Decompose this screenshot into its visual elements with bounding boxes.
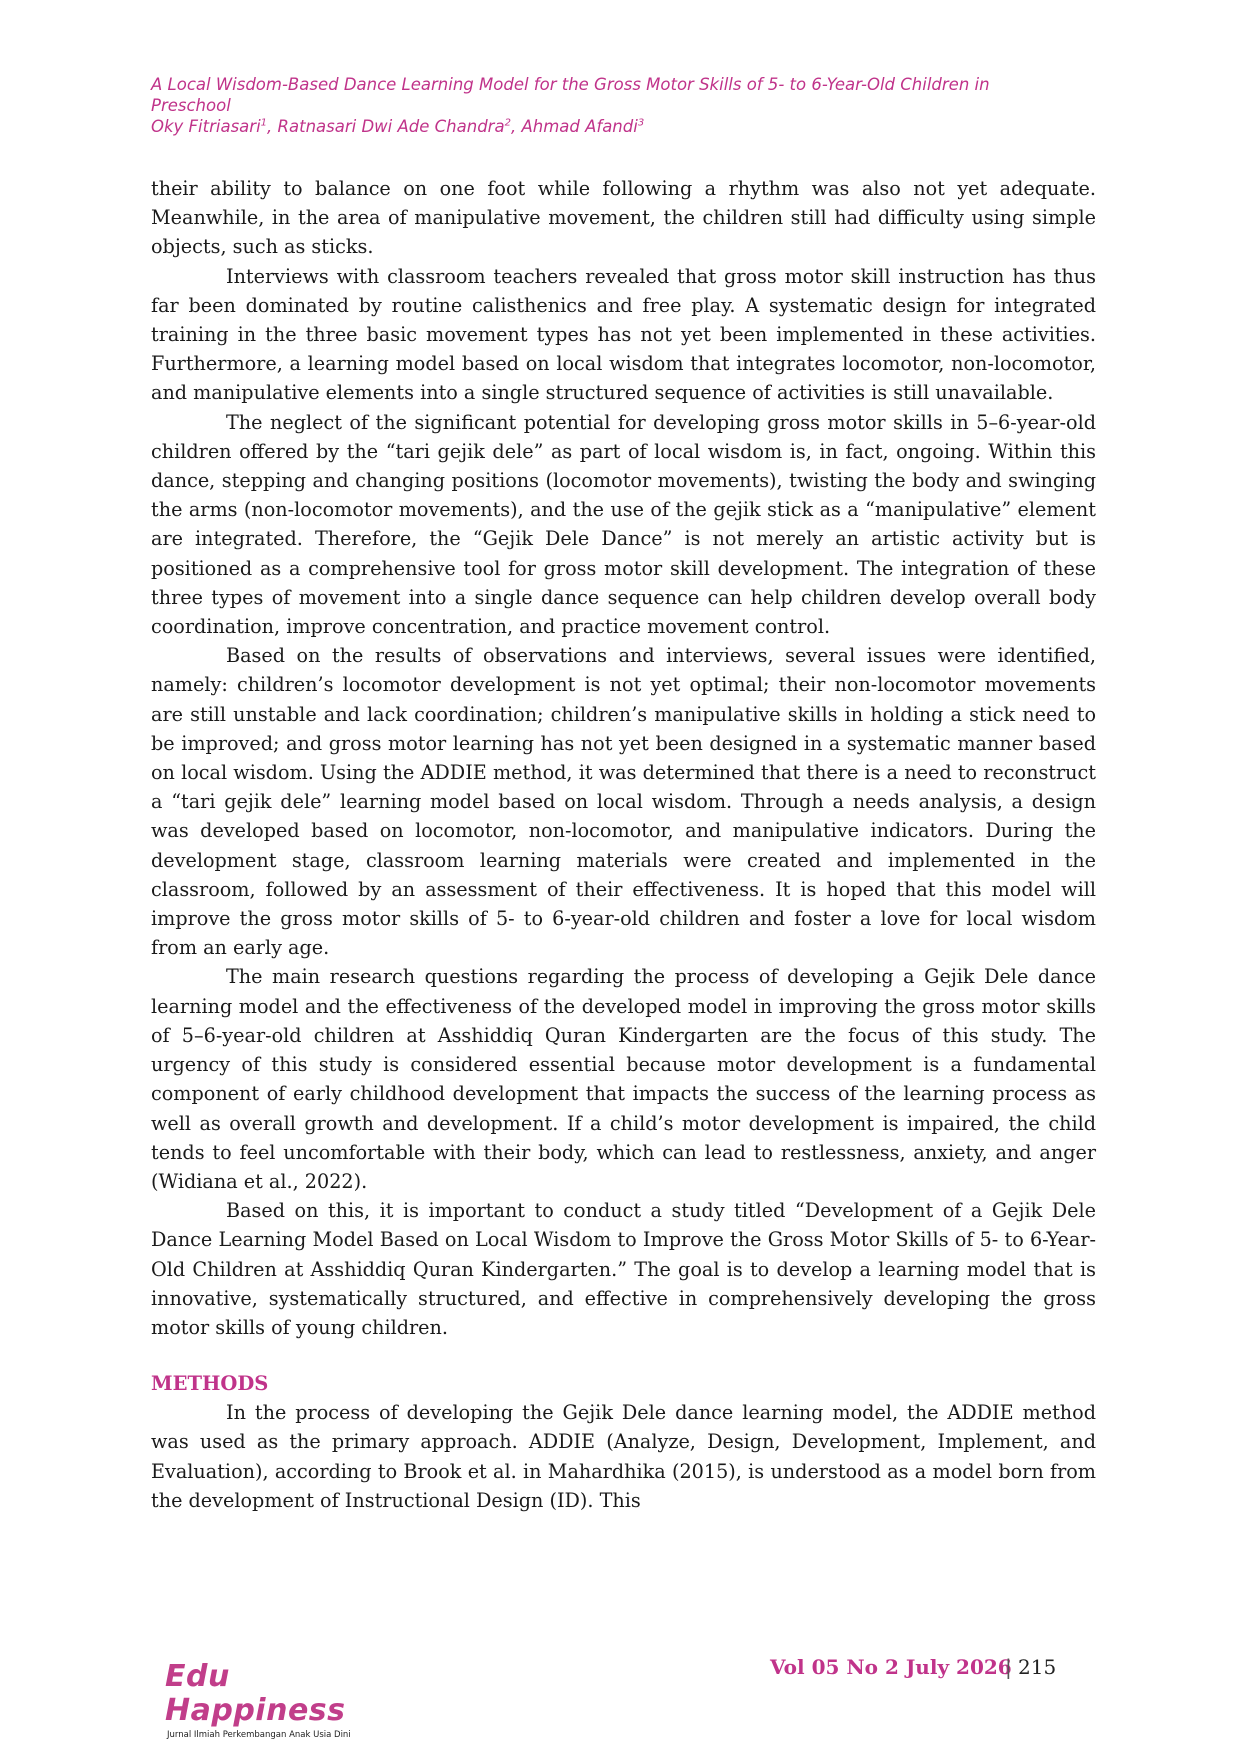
body-text: their ability to balance on one foot whi… [151, 174, 1096, 1515]
methods-heading: METHODS [151, 1372, 269, 1396]
page-number: 215 [1018, 1655, 1057, 1679]
author-1: Oky Fitriasari [151, 117, 261, 136]
author-separator: , [267, 117, 278, 136]
paragraph-1: their ability to balance on one foot whi… [151, 177, 1096, 259]
author-1-affiliation: 1 [260, 117, 268, 129]
running-header: A Local Wisdom-Based Dance Learning Mode… [151, 74, 1111, 137]
paragraph-5: The main research questions regarding th… [151, 965, 1096, 1193]
author-2-affiliation: 2 [504, 117, 511, 129]
journal-logo-subtitle: Jurnal Ilmiah Perkembangan Anak Usia Din… [167, 1730, 351, 1740]
article-title-line-1: A Local Wisdom-Based Dance Learning Mode… [151, 75, 990, 94]
journal-logo: Edu Happiness Jurnal Ilmiah Perkembangan… [165, 1660, 405, 1741]
paragraph-6: Based on this, it is important to conduc… [151, 1199, 1096, 1339]
paragraph-3: The neglect of the significant potential… [151, 410, 1096, 639]
article-title-line-2: Preschool [151, 96, 231, 115]
author-2: Ratnasari Dwi Ade Chandra [277, 117, 505, 136]
volume-info: Vol 05 No 2 July 2026 [770, 1655, 1012, 1679]
author-3: Ahmad Afandi [521, 117, 638, 136]
paragraph-2: Interviews with classroom teachers revea… [151, 264, 1096, 405]
author-separator: , [510, 117, 522, 136]
footer-separator: | [1005, 1655, 1012, 1679]
author-list: Oky Fitriasari1, Ratnasari Dwi Ade Chand… [151, 116, 1111, 137]
paragraph-4: Based on the results of observations and… [151, 644, 1096, 960]
journal-logo-title: Edu Happiness [165, 1659, 346, 1728]
author-3-affiliation: 3 [637, 117, 645, 129]
methods-paragraph: In the process of developing the Gejik D… [151, 1401, 1096, 1512]
